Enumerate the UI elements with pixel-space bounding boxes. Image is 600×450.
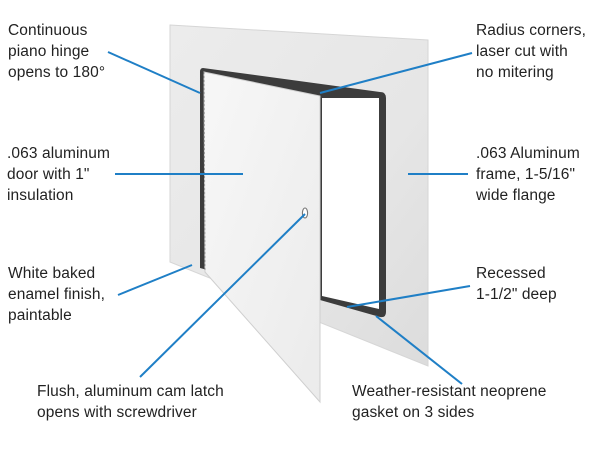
leader-finish [117, 264, 193, 296]
callout-recess: Recessed 1-1/2" deep [476, 263, 557, 305]
callout-text: White baked [8, 265, 96, 282]
leader-hinge [107, 51, 201, 94]
callout-text: .063 Aluminum [476, 145, 580, 162]
callout-door: .063 aluminum door with 1" insulation [7, 143, 110, 206]
callout-text: door with 1" [7, 166, 90, 183]
callout-text: piano hinge [8, 43, 90, 60]
door-panel [203, 71, 321, 404]
callout-gasket: Weather-resistant neoprene gasket on 3 s… [352, 381, 546, 423]
callout-text: no mitering [476, 64, 554, 81]
callout-text: .063 aluminum [7, 145, 110, 162]
callout-text: opens with screwdriver [37, 404, 197, 421]
callout-hinge: Continuous piano hinge opens to 180° [8, 20, 105, 83]
leader-gasket [375, 315, 463, 385]
callout-corners: Radius corners, laser cut with no miteri… [476, 20, 586, 83]
callout-text: Recessed [476, 265, 546, 282]
callout-text: laser cut with [476, 43, 568, 60]
callout-text: insulation [7, 187, 74, 204]
callout-text: opens to 180° [8, 64, 106, 81]
callout-text: Flush, aluminum cam latch [37, 383, 224, 400]
callout-text: wide flange [476, 187, 556, 204]
callout-lines [107, 51, 473, 385]
leader-corners [319, 52, 473, 94]
callout-text: Weather-resistant neoprene [352, 383, 547, 400]
leader-recess [346, 285, 471, 308]
callout-text: Continuous [8, 22, 88, 39]
callout-finish: White baked enamel finish, paintable [8, 263, 105, 326]
callout-text: paintable [8, 307, 72, 324]
callout-text: gasket on 3 sides [352, 404, 475, 421]
callout-frame: .063 Aluminum frame, 1-5/16" wide flange [476, 143, 580, 206]
callout-text: 1-1/2" deep [476, 286, 557, 303]
callout-text: enamel finish, [8, 286, 106, 303]
piano-hinge [203, 71, 206, 271]
callout-text: Radius corners, [476, 22, 587, 39]
callout-text: frame, 1-5/16" [476, 166, 576, 183]
callout-latch: Flush, aluminum cam latch opens with scr… [37, 381, 224, 423]
leader-latch [139, 213, 306, 378]
opening-interior [322, 98, 379, 309]
